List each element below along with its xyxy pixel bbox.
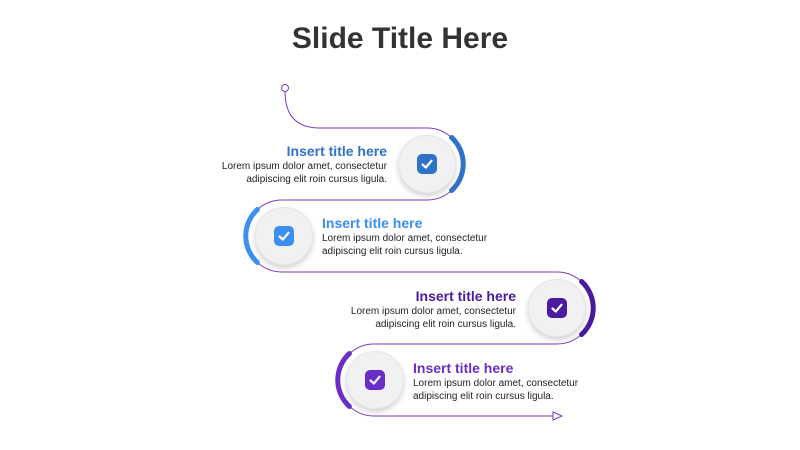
step-2-description: Lorem ipsum dolor amet, consectetur adip… bbox=[322, 233, 488, 257]
path-start-marker bbox=[281, 84, 289, 92]
step-4-description: Lorem ipsum dolor amet, consectetur adip… bbox=[413, 378, 579, 402]
step-1-title: Insert title here bbox=[286, 143, 387, 159]
step-2-node bbox=[255, 207, 313, 265]
step-3-description: Lorem ipsum dolor amet, consectetur adip… bbox=[350, 306, 516, 330]
step-3-node bbox=[528, 279, 586, 337]
step-2-title: Insert title here bbox=[322, 215, 423, 231]
step-4-node bbox=[346, 351, 404, 409]
step-3-title: Insert title here bbox=[415, 288, 516, 304]
check-icon bbox=[365, 370, 385, 390]
accent-arc-4 bbox=[335, 351, 352, 409]
slide-title: Slide Title Here bbox=[291, 22, 509, 55]
step-4-title: Insert title here bbox=[413, 360, 514, 376]
check-icon bbox=[274, 226, 294, 246]
step-1-node bbox=[398, 135, 456, 193]
accent-arc-3 bbox=[579, 279, 596, 337]
accent-arc-1 bbox=[449, 135, 466, 193]
path-end-arrow bbox=[552, 411, 564, 421]
accent-arc-2 bbox=[243, 207, 260, 265]
check-icon bbox=[547, 298, 567, 318]
check-icon bbox=[417, 154, 437, 174]
step-1-description: Lorem ipsum dolor amet, consectetur adip… bbox=[221, 161, 387, 185]
